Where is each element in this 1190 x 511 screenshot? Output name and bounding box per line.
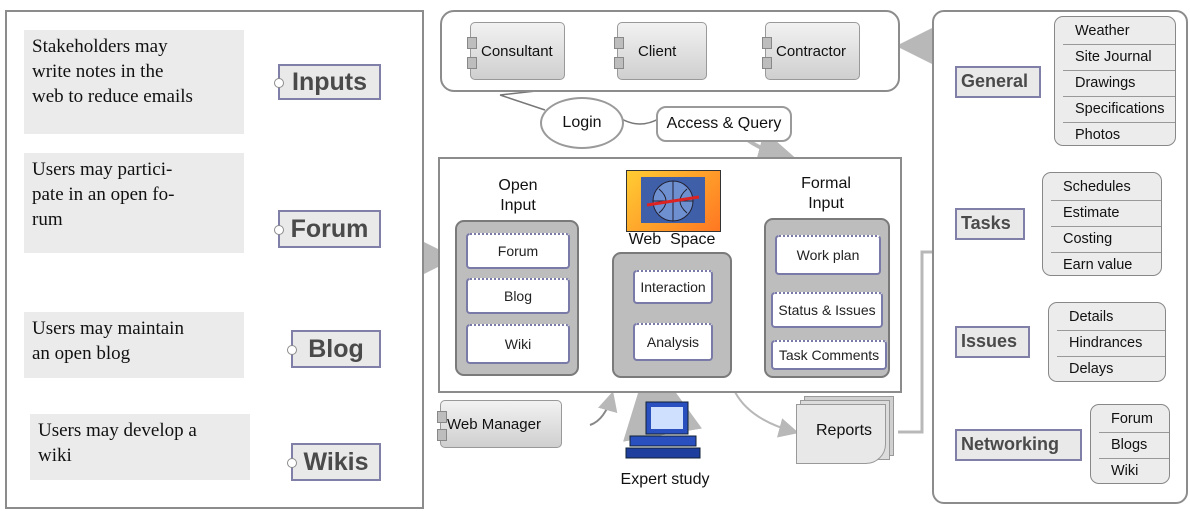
list-item: Estimate bbox=[1051, 201, 1161, 227]
formal-input-task-comments: Task Comments bbox=[771, 340, 887, 370]
stakeholder-label: Client bbox=[638, 42, 677, 60]
list-item: Earn value bbox=[1063, 257, 1133, 273]
open-input-blog: Blog bbox=[466, 278, 570, 314]
note-line: Users may maintain bbox=[32, 318, 184, 339]
list-item: Details bbox=[1057, 305, 1165, 331]
formal-input-status-issues: Status & Issues bbox=[771, 292, 883, 328]
stakeholder-label: Consultant bbox=[481, 42, 553, 60]
list-item: Drawings bbox=[1063, 71, 1175, 97]
list-issues: Details Hindrances Delays bbox=[1048, 302, 1166, 382]
web-space-icon bbox=[626, 170, 721, 232]
category-tasks: Tasks bbox=[955, 208, 1025, 240]
list-general: Weather Site Journal Drawings Specificat… bbox=[1054, 16, 1176, 146]
tag-wikis: Wikis bbox=[287, 443, 381, 481]
web-space-label: Web Space bbox=[628, 231, 716, 248]
list-item: Blogs bbox=[1099, 433, 1169, 459]
login-oval: Login bbox=[540, 97, 624, 149]
list-item: Forum bbox=[1099, 407, 1169, 433]
list-item: Schedules bbox=[1051, 175, 1161, 201]
expert-study-label: Expert study bbox=[620, 471, 710, 488]
access-query-box: Access & Query bbox=[656, 106, 792, 142]
tag-forum: Forum bbox=[274, 210, 381, 248]
list-tasks: Schedules Estimate Costing Earn value bbox=[1042, 172, 1162, 276]
stakeholder-label: Contractor bbox=[776, 42, 847, 60]
open-input-forum: Forum bbox=[466, 233, 570, 269]
list-item: Specifications bbox=[1063, 97, 1175, 123]
note-line: Stakeholders may bbox=[32, 36, 168, 57]
web-manager-label: Web Manager bbox=[447, 415, 541, 433]
note-line: pate in an open fo- bbox=[32, 184, 175, 205]
note-forum: Users may partici- pate in an open fo- r… bbox=[24, 153, 244, 253]
list-item: Photos bbox=[1075, 127, 1121, 143]
computer-icon bbox=[620, 398, 706, 462]
stakeholder-client: Client bbox=[614, 22, 707, 80]
category-issues: Issues bbox=[955, 326, 1030, 358]
list-item: Delays bbox=[1069, 361, 1114, 377]
note-line: wiki bbox=[38, 445, 72, 466]
list-item: Wiki bbox=[1111, 463, 1139, 479]
reports-label: Reports bbox=[815, 422, 873, 439]
list-item: Hindrances bbox=[1057, 331, 1165, 357]
note-line: an open blog bbox=[32, 343, 131, 364]
open-input-wiki: Wiki bbox=[466, 324, 570, 364]
login-label: Login bbox=[562, 114, 602, 131]
title-line: Open bbox=[498, 177, 538, 194]
reports-stack: Reports bbox=[796, 396, 896, 466]
category-general: General bbox=[955, 66, 1041, 98]
web-manager: Web Manager bbox=[437, 400, 562, 448]
note-line: write notes in the bbox=[32, 61, 164, 82]
note-line: web to reduce emails bbox=[32, 86, 193, 107]
title-line: Input bbox=[808, 195, 844, 212]
stakeholder-contractor: Contractor bbox=[762, 22, 860, 80]
formal-input-work-plan: Work plan bbox=[775, 235, 881, 275]
tag-blog: Blog bbox=[287, 330, 381, 368]
list-item: Costing bbox=[1051, 227, 1161, 253]
list-networking: Forum Blogs Wiki bbox=[1090, 404, 1170, 484]
note-blog: Users may maintain an open blog bbox=[24, 312, 244, 378]
web-space-interaction: Interaction bbox=[633, 270, 713, 304]
note-inputs: Stakeholders may write notes in the web … bbox=[24, 30, 244, 134]
note-wikis: Users may develop a wiki bbox=[30, 414, 250, 480]
note-line: Users may develop a bbox=[38, 420, 197, 441]
title-line: Input bbox=[500, 197, 536, 214]
list-item: Site Journal bbox=[1063, 45, 1175, 71]
formal-input-title: Formal Input bbox=[786, 174, 866, 214]
web-space-analysis: Analysis bbox=[633, 323, 713, 361]
open-input-title: Open Input bbox=[478, 176, 558, 216]
note-line: Users may partici- bbox=[32, 159, 173, 180]
title-line: Formal bbox=[801, 175, 851, 192]
stakeholder-consultant: Consultant bbox=[467, 22, 565, 80]
note-line: rum bbox=[32, 209, 63, 230]
tag-inputs: Inputs bbox=[274, 64, 381, 100]
access-label: Access & Query bbox=[666, 115, 782, 132]
category-networking: Networking bbox=[955, 429, 1082, 461]
list-item: Weather bbox=[1063, 19, 1175, 45]
